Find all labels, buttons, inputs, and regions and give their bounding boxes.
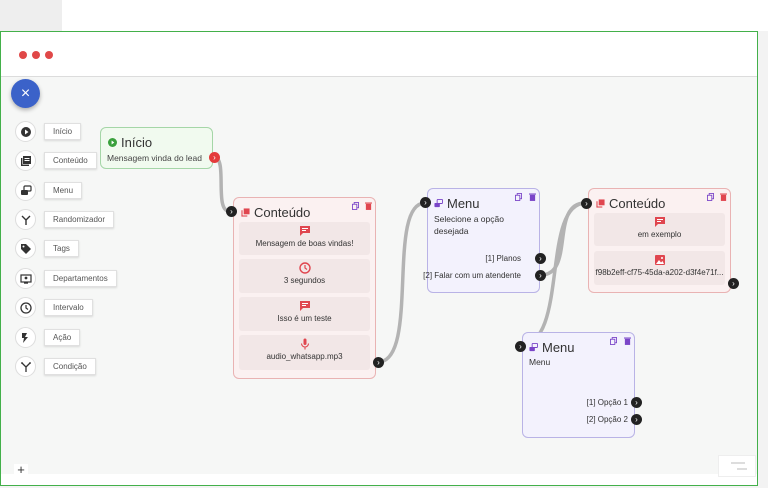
wire-content-menu1 [377,201,426,364]
trash-icon[interactable] [365,202,372,210]
departments-icon[interactable] [15,268,36,289]
menu-option: [1] Opção 1 [586,398,628,407]
menu-node[interactable]: › Menu Selecione a opção desejada [1] Pl… [420,188,546,293]
menu-option: [2] Opção 2 [586,415,628,424]
start-node[interactable]: Início Mensagem vinda do lead › [100,127,220,169]
wire-start-content [213,155,230,213]
close-fab-button[interactable]: × [11,79,40,108]
content-block-message[interactable]: em exemplo [594,213,725,246]
start-title-text: Início [121,135,153,150]
menu-option-handle[interactable]: › [631,414,642,425]
play-icon[interactable] [15,121,36,142]
copy-icon[interactable] [707,193,714,201]
start-node-title: Início [108,135,152,150]
menu-option-handle[interactable]: › [535,270,546,281]
content-node[interactable]: › Conteúdo Mensagem de boas vindas! 3 se… [226,197,384,379]
sidebar-item-condicao[interactable]: Condição [44,358,96,375]
content-title-text: Conteúdo [254,205,311,220]
menu-node-title: Menu [529,340,575,355]
minimap-node [731,462,745,464]
block-label: Mensagem de boas vindas! [255,239,354,248]
tag-icon[interactable] [15,238,36,259]
start-output-handle[interactable]: › [209,152,220,163]
trash-icon[interactable] [720,193,727,201]
shuffle-icon[interactable] [15,209,36,230]
sidebar-item-conteudo[interactable]: Conteúdo [44,152,97,169]
menu-option: [1] Planos [485,254,521,263]
sidebar-item-intervalo[interactable]: Intervalo [44,299,93,316]
copy-icon[interactable] [352,202,359,210]
menu-title-text: Menu [447,196,480,211]
background-top [62,0,768,31]
sidebar-item-menu[interactable]: Menu [44,182,83,199]
canvas-footer [1,474,757,485]
library-icon [241,208,250,217]
copy-icon[interactable] [515,193,522,201]
minimap-node [737,468,747,470]
menu-text: Selecione a opção desejada [434,214,504,236]
content-block-audio[interactable]: audio_whatsapp.mp3 [239,335,370,370]
menu-node[interactable]: › Menu Menu [1] Opção 1 › [2] Opção 2 › [515,332,642,438]
content-output-handle[interactable]: › [728,278,739,289]
chat-icon [299,226,310,236]
menu-option-handle[interactable]: › [631,397,642,408]
sidebar-item-inicio[interactable]: Início [44,123,82,140]
wire-menu1-content2 [540,201,586,277]
block-label: em exemplo [637,230,682,239]
play-icon [108,138,117,147]
library-icon[interactable] [15,150,36,171]
menu-stack-icon [529,343,538,352]
mic-icon [300,338,309,350]
sidebar-item-tags[interactable]: Tags [44,240,79,257]
sidebar-item-departamentos[interactable]: Departamentos [44,270,117,287]
content-block-message[interactable]: Mensagem de boas vindas! [239,222,370,255]
menu-stack-icon [434,199,443,208]
menu-stack-icon[interactable] [15,180,36,201]
sidebar-item-acao[interactable]: Ação [44,329,81,346]
content-output-handle[interactable]: › [373,357,384,368]
minimap[interactable] [718,455,756,477]
block-label: 3 segundos [283,276,326,285]
copy-icon[interactable] [610,337,617,345]
zoom-in-button[interactable]: + [14,463,28,478]
start-subtitle: Mensagem vinda do lead [107,153,202,163]
trash-icon[interactable] [529,193,536,201]
image-icon [654,255,665,265]
content-block-delay[interactable]: 3 segundos [239,259,370,293]
block-label: audio_whatsapp.mp3 [266,352,343,361]
content-input-handle[interactable]: › [581,198,592,209]
menu-text: Menu [529,357,551,367]
sidebar-item-randomizador[interactable]: Randomizador [44,211,115,228]
action-icon[interactable] [15,327,36,348]
trash-icon[interactable] [624,337,631,345]
block-label: Isso é um teste [277,314,332,323]
content-node-title: Conteúdo [241,205,310,220]
menu-title-text: Menu [542,340,575,355]
background-left [0,0,62,31]
content-node[interactable]: › Conteúdo em exemplo f98b2eff-cf75-45da… [581,188,739,293]
window-dot-icon[interactable] [19,51,27,59]
menu-input-handle[interactable]: › [515,341,526,352]
content-block-image[interactable]: f98b2eff-cf75-45da-a202-d3f4e71f... [594,251,725,285]
clock-icon[interactable] [15,297,36,318]
menu-option: [2] Falar com um atendente [423,271,521,280]
menu-option-handle[interactable]: › [535,253,546,264]
chat-icon [299,301,310,311]
window-dot-icon[interactable] [45,51,53,59]
content-title-text: Conteúdo [609,196,666,211]
condition-icon[interactable] [15,356,36,377]
menu-input-handle[interactable]: › [420,197,431,208]
content-node-title: Conteúdo [596,196,665,211]
content-input-handle[interactable]: › [226,206,237,217]
content-block-message[interactable]: Isso é um teste [239,297,370,331]
window-dot-icon[interactable] [32,51,40,59]
library-icon [596,199,605,208]
block-label: f98b2eff-cf75-45da-a202-d3f4e71f... [595,268,724,277]
clock-icon [298,262,311,274]
menu-node-title: Menu [434,196,480,211]
chat-icon [654,217,665,227]
window-titlebar [1,32,757,77]
